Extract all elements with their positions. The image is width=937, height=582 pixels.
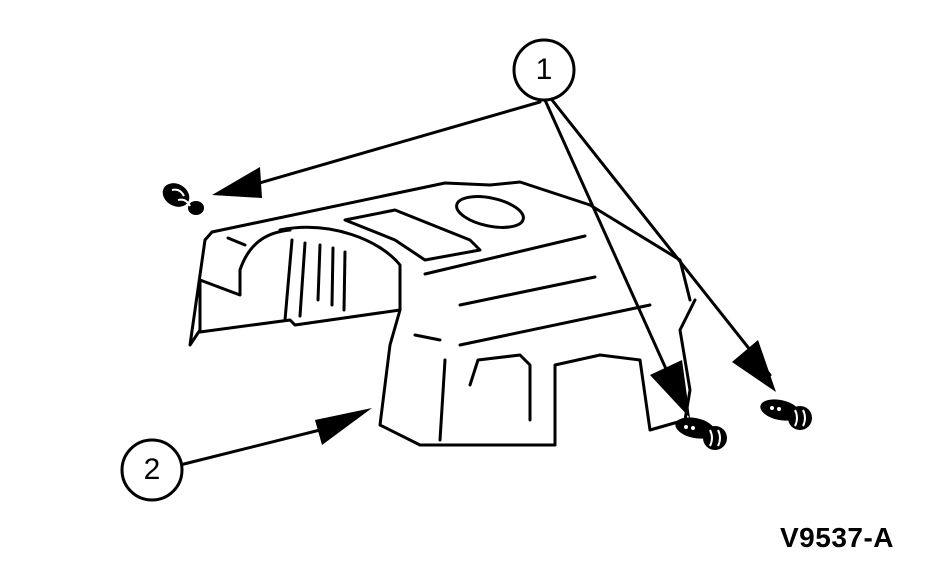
figure-id: V9537-A (780, 522, 895, 553)
leader-line-2 (178, 423, 342, 467)
cover-part (188, 180, 697, 447)
callout-circle-2 (120, 438, 184, 502)
bolt-center (675, 417, 727, 450)
callout-circle-1 (512, 38, 576, 102)
arrowheads (212, 167, 776, 445)
callout-label-2: 2 (143, 453, 161, 486)
bolt-right (760, 399, 812, 430)
callout-label-1: 1 (535, 53, 553, 86)
leader-lines-1 (233, 98, 772, 402)
bolt-left (162, 183, 204, 215)
